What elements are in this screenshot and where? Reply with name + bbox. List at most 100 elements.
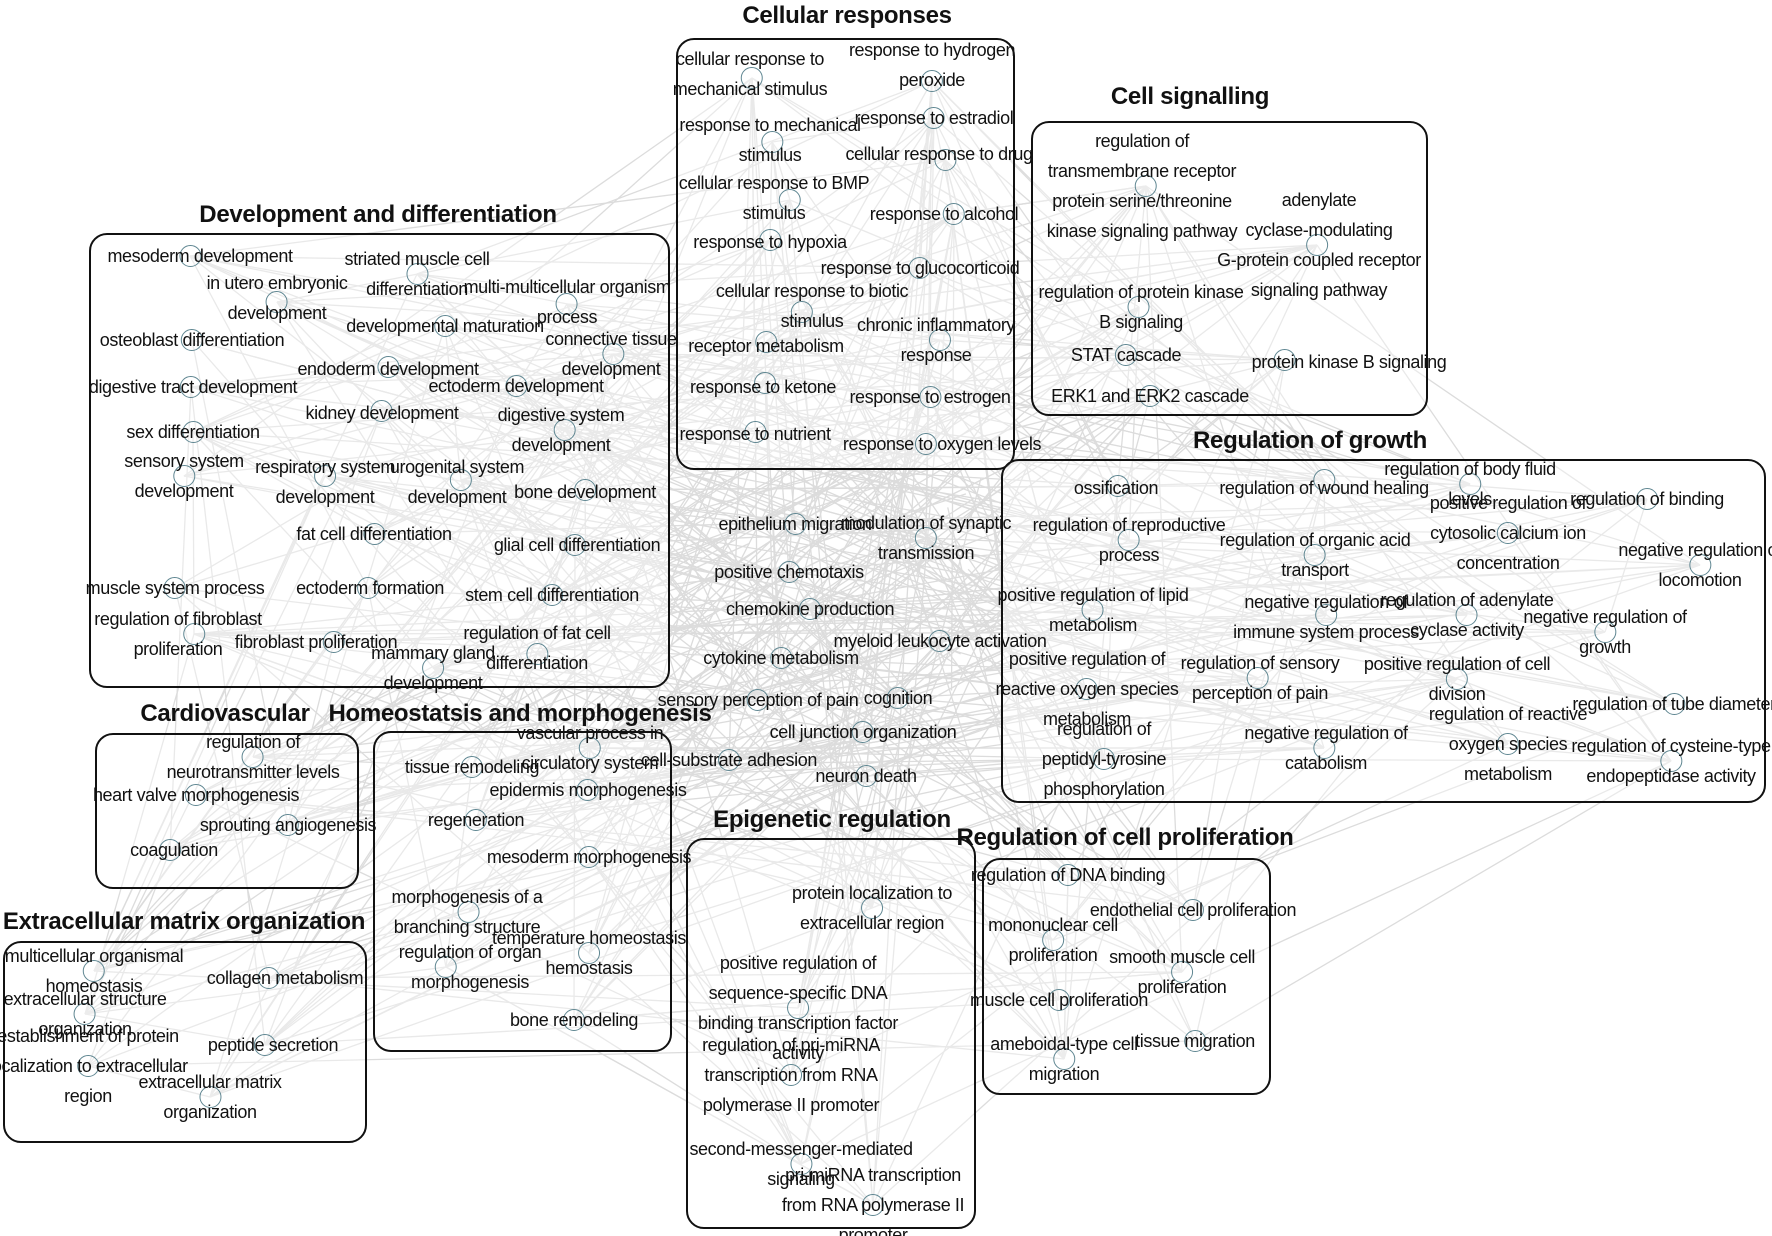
node-tissue-migration[interactable]: tissue migration <box>1135 1026 1255 1056</box>
node-coagulation[interactable]: coagulation <box>130 835 218 865</box>
node-response-to-nutrient[interactable]: response to nutrient <box>679 419 831 449</box>
node-response-to-mechanical-stimulus[interactable]: response to mechanical stimulus <box>679 110 861 170</box>
node-regulation-of-organ-morphogenesis[interactable]: regulation of organ morphogenesis <box>399 937 542 997</box>
node-regulation-of-reactive-oxygen-species-metabolism[interactable]: regulation of reactive oxygen species me… <box>1429 699 1588 789</box>
node-response-to-ketone[interactable]: response to ketone <box>690 372 836 402</box>
node-regulation-of-dna-binding[interactable]: regulation of DNA binding <box>971 860 1165 890</box>
node-regulation-of-sensory-perception-of-pain[interactable]: regulation of sensory perception of pain <box>1181 648 1340 708</box>
node-regulation-of-adenylate-cyclase-activity[interactable]: regulation of adenylate cyclase activity <box>1381 585 1554 645</box>
node-smooth-muscle-cell-proliferation[interactable]: smooth muscle cell proliferation <box>1109 942 1255 1002</box>
node-multicellular-organismal-homeostasis[interactable]: multicellular organismal homeostasis <box>5 941 184 1001</box>
node-fibroblast-proliferation[interactable]: fibroblast proliferation <box>235 627 398 657</box>
node-response-to-hypoxia[interactable]: response to hypoxia <box>693 227 847 257</box>
node-regeneration[interactable]: regeneration <box>428 805 525 835</box>
node-regulation-of-cysteine-type-endopeptidase-activity[interactable]: regulation of cysteine-type endopeptidas… <box>1571 731 1771 791</box>
node-developmental-maturation[interactable]: developmental maturation <box>346 311 544 341</box>
node-regulation-of-pri-mirna-transcription-from-rna-polymerase-ii-promoter[interactable]: regulation of pri-miRNA transcription fr… <box>702 1030 880 1120</box>
node-multi-multicellular-organism-process[interactable]: multi-multicellular organism process <box>464 272 671 332</box>
node-stem-cell-differentiation[interactable]: stem cell differentiation <box>465 580 639 610</box>
node-response-to-oxygen-levels[interactable]: response to oxygen levels <box>843 429 1041 459</box>
node-urogenital-system-development[interactable]: urogenital system development <box>390 452 525 512</box>
node-ectoderm-development[interactable]: ectoderm development <box>428 371 604 401</box>
node-digestive-tract-development[interactable]: digestive tract development <box>89 372 298 402</box>
node-regulation-of-organic-acid-transport[interactable]: regulation of organic acid transport <box>1220 525 1411 585</box>
node-tissue-remodeling[interactable]: tissue remodeling <box>405 752 540 782</box>
node-bone-development[interactable]: bone development <box>514 477 656 507</box>
node-epithelium-migration[interactable]: epithelium migration <box>718 509 872 539</box>
node-mesoderm-morphogenesis[interactable]: mesoderm morphogenesis <box>487 842 692 872</box>
node-positive-regulation-of-lipid-metabolism[interactable]: positive regulation of lipid metabolism <box>998 580 1189 640</box>
node-cytokine-metabolism[interactable]: cytokine metabolism <box>703 643 859 673</box>
node-receptor-metabolism[interactable]: receptor metabolism <box>688 331 844 361</box>
node-negative-regulation-of-immune-system-process[interactable]: negative regulation of immune system pro… <box>1233 587 1419 647</box>
node-endothelial-cell-proliferation[interactable]: endothelial cell proliferation <box>1090 895 1296 925</box>
node-mammary-gland-development[interactable]: mammary gland development <box>371 638 495 698</box>
node-regulation-of-body-fluid-levels[interactable]: regulation of body fluid levels <box>1384 454 1556 514</box>
node-regulation-of-wound-healing[interactable]: regulation of wound healing <box>1219 469 1429 503</box>
node-sex-differentiation[interactable]: sex differentiation <box>126 417 260 447</box>
node-muscle-cell-proliferation[interactable]: muscle cell proliferation <box>970 985 1148 1015</box>
node-cell-substrate-adhesion[interactable]: cell-substrate adhesion <box>641 745 817 775</box>
node-in-utero-embryonic-development[interactable]: in utero embryonic development <box>207 268 348 328</box>
node-regulation-of-protein-kinase-b-signaling[interactable]: regulation of protein kinase B signaling <box>1039 277 1244 337</box>
node-cellular-response-to-biotic-stimulus[interactable]: cellular response to biotic stimulus <box>716 276 909 336</box>
node-regulation-of-neurotransmitter-levels[interactable]: regulation of neurotransmitter levels <box>167 727 340 787</box>
node-sensory-system-development[interactable]: sensory system development <box>124 446 244 506</box>
node-heart-valve-morphogenesis[interactable]: heart valve morphogenesis <box>93 780 299 810</box>
node-cognition[interactable]: cognition <box>864 683 933 713</box>
node-glial-cell-differentiation[interactable]: glial cell differentiation <box>494 530 661 560</box>
node-peptide-secretion[interactable]: peptide secretion <box>208 1030 339 1060</box>
node-fat-cell-differentiation[interactable]: fat cell differentiation <box>296 519 452 549</box>
node-vascular-process-in-circulatory-system[interactable]: vascular process in circulatory system <box>517 718 664 778</box>
node-stat-cascade[interactable]: STAT cascade <box>1071 340 1182 370</box>
node-response-to-estradiol[interactable]: response to estradiol <box>855 103 1014 133</box>
node-regulation-of-binding[interactable]: regulation of binding <box>1570 484 1724 514</box>
node-response-to-glucocorticoid[interactable]: response to glucocorticoid <box>821 253 1020 283</box>
node-endoderm-development[interactable]: endoderm development <box>297 354 479 384</box>
node-myeloid-leukocyte-activation[interactable]: myeloid leukocyte activation <box>834 626 1047 656</box>
node-positive-chemotaxis[interactable]: positive chemotaxis <box>714 557 864 587</box>
node-adenylate-cyclase-modulating-g-protein-coupled-receptor-signaling-pathway[interactable]: adenylate cyclase-modulating G-protein c… <box>1217 185 1421 305</box>
node-ossification[interactable]: ossification <box>1074 473 1159 503</box>
node-digestive-system-development[interactable]: digestive system development <box>498 400 625 460</box>
node-pri-mirna-transcription-from-rna-polymerase-ii-promoter[interactable]: pri-miRNA transcription from RNA polymer… <box>782 1160 965 1236</box>
node-connective-tissue-development[interactable]: connective tissue development <box>545 324 677 384</box>
node-protein-localization-to-extracellular-region[interactable]: protein localization to extracellular re… <box>792 878 952 938</box>
node-negative-regulation-of-growth[interactable]: negative regulation of growth <box>1523 602 1687 662</box>
node-bone-remodeling[interactable]: bone remodeling <box>510 1005 638 1035</box>
node-epidermis-morphogenesis[interactable]: epidermis morphogenesis <box>490 775 687 805</box>
node-erk1-and-erk2-cascade[interactable]: ERK1 and ERK2 cascade <box>1051 381 1249 411</box>
node-osteoblast-differentiation[interactable]: osteoblast differentiation <box>100 325 285 355</box>
node-striated-muscle-cell-differentiation[interactable]: striated muscle cell differentiation <box>344 244 489 304</box>
node-positive-regulation-of-reactive-oxygen-species-metabolism[interactable]: positive regulation of reactive oxygen s… <box>996 644 1179 734</box>
node-neuron-death[interactable]: neuron death <box>815 761 917 791</box>
node-cellular-response-to-bmp-stimulus[interactable]: cellular response to BMP stimulus <box>679 168 870 228</box>
node-extracellular-matrix-organization[interactable]: extracellular matrix organization <box>138 1067 281 1127</box>
node-negative-regulation-of-catabolism[interactable]: negative regulation of catabolism <box>1244 718 1408 778</box>
node-mesoderm-development[interactable]: mesoderm development <box>107 241 293 271</box>
node-regulation-of-fibroblast-proliferation[interactable]: regulation of fibroblast proliferation <box>94 604 262 664</box>
node-extracellular-structure-organization[interactable]: extracellular structure organization <box>4 984 167 1044</box>
node-cell-junction-organization[interactable]: cell junction organization <box>770 717 957 747</box>
node-temperature-homeostasis-hemostasis[interactable]: temperature homeostasis hemostasis <box>492 923 686 983</box>
node-cellular-response-to-drug[interactable]: cellular response to drug <box>845 139 1033 171</box>
node-mononuclear-cell-proliferation[interactable]: mononuclear cell proliferation <box>988 910 1118 970</box>
node-cellular-response-to-mechanical-stimulus[interactable]: cellular response to mechanical stimulus <box>673 44 828 104</box>
node-muscle-system-process[interactable]: muscle system process <box>86 573 265 603</box>
node-collagen-metabolism[interactable]: collagen metabolism <box>207 963 364 993</box>
node-morphogenesis-of-a-branching-structure[interactable]: morphogenesis of a branching structure <box>392 882 543 942</box>
node-modulation-of-synaptic-transmission[interactable]: modulation of synaptic transmission <box>841 508 1012 568</box>
node-sprouting-angiogenesis[interactable]: sprouting angiogenesis <box>200 810 377 840</box>
node-positive-regulation-of-sequence-specific-dna-binding-transcription-factor-activity[interactable]: positive regulation of sequence-specific… <box>698 948 898 1068</box>
node-regulation-of-tube-diameter[interactable]: regulation of tube diameter <box>1572 689 1772 719</box>
node-response-to-hydrogen-peroxide[interactable]: response to hydrogen peroxide <box>849 35 1015 95</box>
node-second-messenger-mediated-signaling[interactable]: second-messenger-mediated signaling <box>689 1134 913 1194</box>
node-regulation-of-reproductive-process[interactable]: regulation of reproductive process <box>1033 510 1226 570</box>
node-kidney-development[interactable]: kidney development <box>306 398 459 428</box>
node-negative-regulation-of-locomotion[interactable]: negative regulation of locomotion <box>1618 535 1772 595</box>
node-protein-kinase-b-signaling[interactable]: protein kinase B signaling <box>1252 347 1447 377</box>
node-respiratory-system-development[interactable]: respiratory system development <box>255 452 395 512</box>
node-response-to-estrogen[interactable]: response to estrogen <box>849 382 1011 412</box>
node-chronic-inflammatory-response[interactable]: chronic inflammatory response <box>857 310 1015 370</box>
node-response-to-alcohol[interactable]: response to alcohol <box>870 199 1019 229</box>
